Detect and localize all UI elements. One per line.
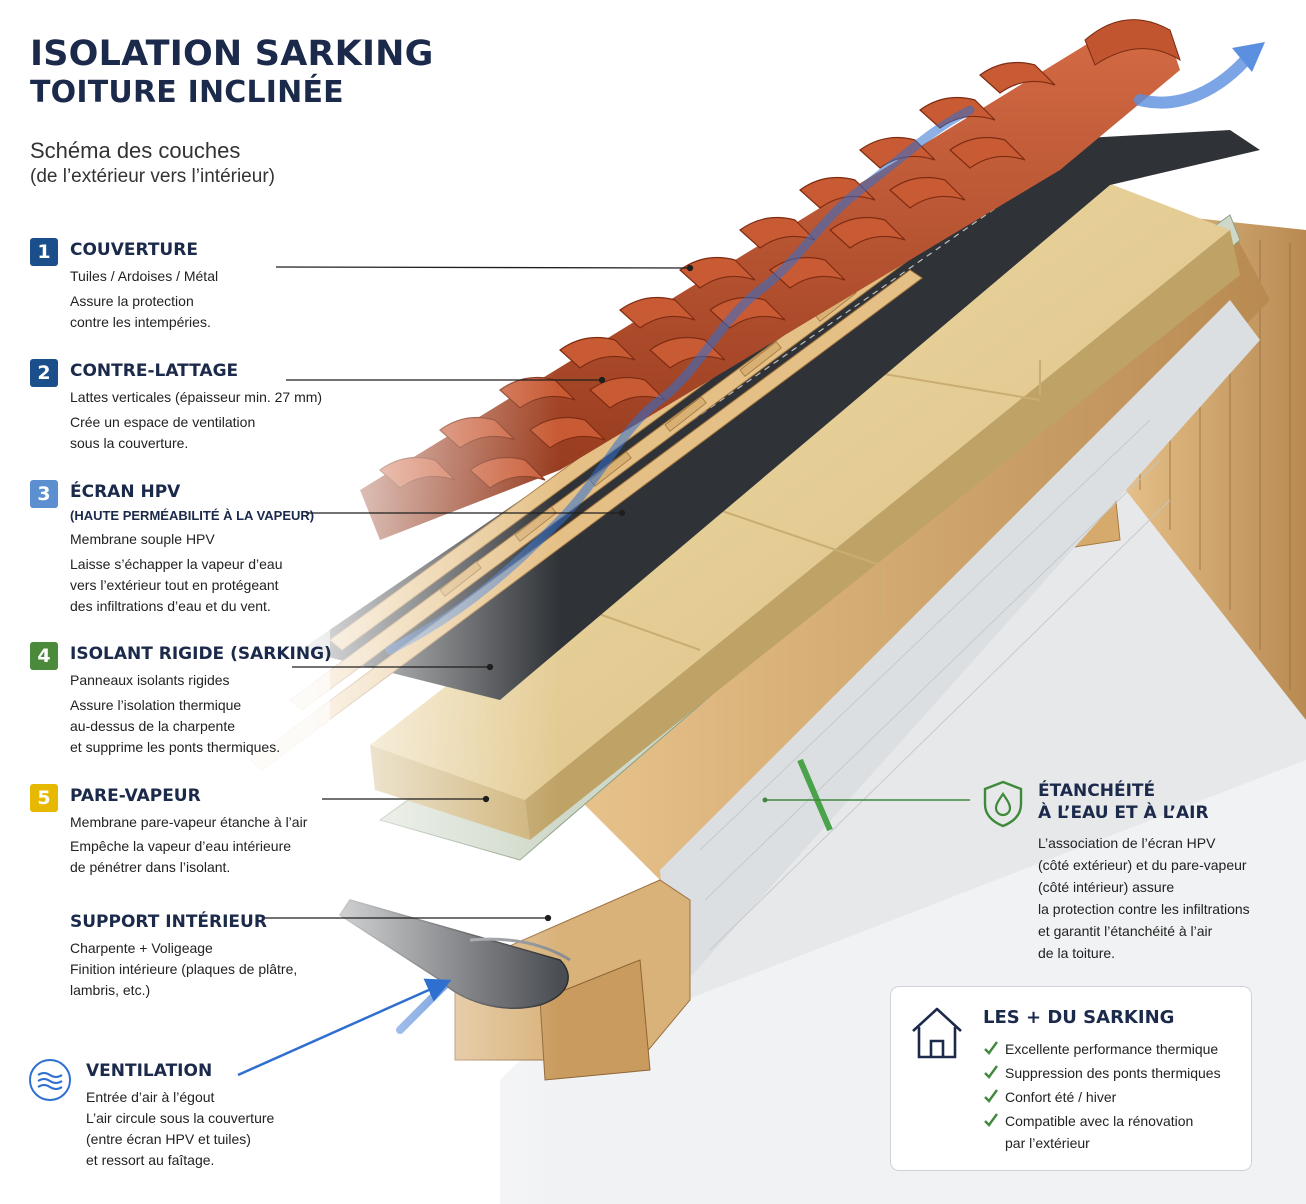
left-fade-solid <box>0 0 330 1204</box>
layer-desc-3: contre les intempéries. <box>70 314 211 330</box>
advantage-item: Confort été / hiver <box>983 1085 1221 1109</box>
layer-desc-4: et supprime les ponts thermiques. <box>70 739 281 755</box>
ventilation-leader <box>237 978 452 1077</box>
layer-number-badge: 4 <box>30 642 58 670</box>
ventilation-desc-1: Entrée d’air à l’égout <box>86 1089 215 1105</box>
etancheite-desc-5: et garantit l’étanchéité à l’air <box>1038 923 1213 939</box>
layer-desc-3: de pénétrer dans l’isolant. <box>70 859 231 875</box>
layer-desc-4: des infiltrations d’eau et du vent. <box>70 598 271 614</box>
layer-name: CONTRE-LATTAGE <box>70 361 239 381</box>
etancheite-desc-2: (côté extérieur) et du pare-vapeur <box>1038 857 1247 873</box>
advantages-box: LES + DU SARKING Excellente performance … <box>890 986 1252 1171</box>
diagram-title: ISOLATION SARKING TOITURE INCLINÉE <box>30 36 434 108</box>
advantage-text: Excellente performance thermique <box>1005 1041 1219 1057</box>
layer-number-badge: 5 <box>30 784 58 812</box>
layer-name: ISOLANT RIGIDE (SARKING) <box>70 644 332 664</box>
etancheite-desc-4: la protection contre les infiltrations <box>1038 901 1250 917</box>
layer-desc-1: Membrane souple HPV <box>70 531 215 547</box>
layer-desc-2: Assure la protection <box>70 293 194 309</box>
advantage-item: Suppression des ponts thermiques <box>983 1061 1221 1085</box>
plaster-grid <box>699 419 1171 951</box>
layer-name: PARE-VAPEUR <box>70 786 201 806</box>
ridge-tile <box>1084 19 1181 66</box>
check-icon <box>984 1113 998 1127</box>
layer-desc-3: sous la couverture. <box>70 435 189 451</box>
support-interieur-layer <box>560 225 1270 900</box>
layer-desc-2: Empêche la vapeur d’eau intérieure <box>70 838 292 854</box>
air-exit-arrowhead <box>1232 42 1265 72</box>
advantage-text: Compatible avec la rénovation <box>1005 1113 1194 1129</box>
check-icon <box>984 1065 998 1079</box>
advantage-text: Suppression des ponts thermiques <box>1005 1065 1221 1081</box>
air-exit-arrow <box>1134 49 1256 109</box>
advantage-item: Compatible avec la rénovation par l’exté… <box>983 1109 1221 1153</box>
etancheite-desc-6: de la toiture. <box>1038 945 1116 961</box>
layer-desc-1: Lattes verticales (épaisseur min. 27 mm) <box>70 389 323 405</box>
etancheite-title-2: À L’EAU ET À L’AIR <box>1038 803 1209 823</box>
subtitle-line-2: (de l’extérieur vers l’intérieur) <box>30 166 275 188</box>
layer-number-badge: 1 <box>30 238 58 266</box>
layer-number-badge: 3 <box>30 480 58 508</box>
green-tape <box>797 758 833 832</box>
layer-desc-1: Charpente + Voligeage <box>70 940 213 956</box>
advantage-item: Excellente performance thermique <box>983 1037 1221 1061</box>
etancheite-title-1: ÉTANCHÉITÉ <box>1038 781 1156 801</box>
layer-desc-1: Membrane pare-vapeur étanche à l’air <box>70 814 308 830</box>
layer-desc-2: Finition intérieure (plaques de plâtre, <box>70 961 298 977</box>
title-line-2: TOITURE INCLINÉE <box>30 74 344 110</box>
layer-desc-1: Panneaux isolants rigides <box>70 672 230 688</box>
isolant-rigide-top <box>370 180 1230 800</box>
isolant-rigide-side <box>525 230 1240 840</box>
layer-subname: (HAUTE PERMÉABILITÉ À LA VAPEUR) <box>70 508 315 523</box>
layer-name: SUPPORT INTÉRIEUR <box>70 912 267 932</box>
layer-desc-3: lambris, etc.) <box>70 982 151 998</box>
layer-desc-1: Tuiles / Ardoises / Métal <box>70 268 219 284</box>
subtitle-line-1: Schéma des couches <box>30 138 241 163</box>
leader-lines <box>263 264 694 922</box>
shield-drop-icon <box>983 780 1023 828</box>
title-line-1: ISOLATION SARKING <box>30 34 434 74</box>
advantage-text-cont: par l’extérieur <box>1005 1135 1090 1151</box>
advantages-list: Excellente performance thermique Suppres… <box>983 1037 1221 1153</box>
layer-desc-2: Crée un espace de ventilation <box>70 414 256 430</box>
etancheite-desc-3: (côté intérieur) assure <box>1038 879 1175 895</box>
etancheite-desc-1: L’association de l’écran HPV <box>1038 835 1216 851</box>
layer-desc-3: vers l’extérieur tout en protégeant <box>70 577 279 593</box>
ventilation-title: VENTILATION <box>86 1061 213 1081</box>
ventilation-desc-3: (entre écran HPV et tuiles) <box>86 1131 251 1147</box>
layer-number-badge: 2 <box>30 359 58 387</box>
check-icon <box>984 1089 998 1103</box>
check-icon <box>984 1041 998 1055</box>
layer-desc-2: Assure l’isolation thermique <box>70 697 242 713</box>
air-flow-icon <box>29 1059 71 1101</box>
advantage-text: Confort été / hiver <box>1005 1089 1117 1105</box>
ventilation-desc-2: L’air circule sous la couverture <box>86 1110 275 1126</box>
house-icon <box>912 1007 962 1059</box>
advantages-title: LES + DU SARKING <box>983 1007 1175 1028</box>
ventilation-desc-4: et ressort au faîtage. <box>86 1152 215 1168</box>
layer-name: COUVERTURE <box>70 240 198 260</box>
layer-desc-3: au-dessus de la charpente <box>70 718 235 734</box>
layer-desc-2: Laisse s’échapper la vapeur d’eau <box>70 556 283 572</box>
layer-name: ÉCRAN HPV <box>70 482 181 502</box>
etancheite-leader-dot <box>762 797 768 803</box>
plaster-layer <box>660 300 1260 1000</box>
diagram-subtitle: Schéma des couches (de l’extérieur vers … <box>30 138 275 189</box>
